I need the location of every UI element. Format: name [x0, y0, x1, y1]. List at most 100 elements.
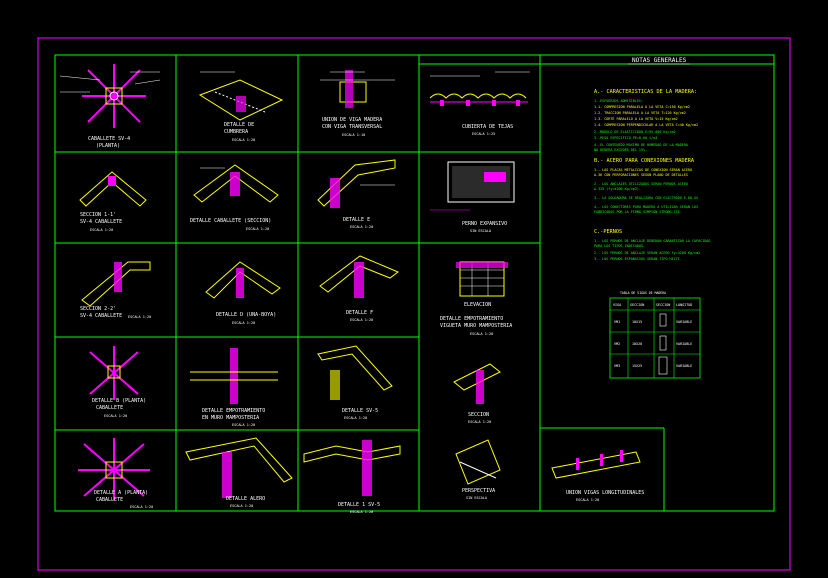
detail-22-title: UNION VIGAS LONGITUDINALES	[566, 490, 644, 496]
beam-table-cell: VM3	[614, 364, 620, 368]
detail-21-title: PERSPECTIVA	[462, 488, 495, 494]
detail-2-title: DETALLE DE	[224, 122, 254, 128]
detail-21-scale: SIN ESCALA	[466, 496, 488, 500]
detail-5-subtitle: SV-4 CABALLETE	[80, 219, 122, 225]
detail-3-subtitle: CON VIGA TRANSVERSAL	[322, 124, 382, 130]
detail-11-scale: ESCALA 1:20	[350, 318, 373, 322]
detail-9-subtitle: SV-4 CABALLETE	[80, 313, 122, 319]
detail-16-scale: ESCALA 1:20	[344, 416, 367, 420]
beam-table-cell: 10X15	[632, 320, 642, 324]
beam-table-cell: VARIABLE	[676, 320, 692, 324]
detail-5-scale: ESCALA 1:20	[90, 228, 113, 232]
detail-elevacion-drawing	[456, 261, 508, 297]
detail-19-scale: ESCALA 1:20	[230, 504, 253, 508]
detail-union-viga-drawing	[320, 70, 395, 108]
detail-2-scale: ESCALA 1:20	[232, 138, 255, 142]
detail-1-title: CABALLETE SV-4	[88, 136, 130, 142]
detail-6-scale: ESCALA 1:20	[246, 227, 269, 231]
beam-table-header: SECCION	[630, 303, 644, 307]
detail-union-vigas-drawing	[551, 450, 641, 479]
notes-c-line: 2.- LOS PERNOS DE ANCLAJE SERAN ACERO fy…	[594, 251, 700, 255]
detail-seccion-2-drawing	[81, 261, 151, 307]
beam-table-header: SECCION	[656, 303, 670, 307]
detail-13-scale: ESCALA 1:20	[470, 332, 493, 336]
detail-2-subtitle: CUMBRERA	[224, 129, 248, 135]
beam-table-cell: VM1	[614, 320, 620, 324]
notes-b-line: A-325 (fy=4200 Kg/cm2).	[594, 187, 641, 191]
detail-15-scale: ESCALA 1:20	[232, 423, 255, 427]
beam-table-header: LONGITUD	[676, 303, 692, 307]
detail-20-scale: ESCALA 1:20	[350, 510, 373, 514]
detail-d-drawing	[205, 261, 281, 299]
detail-7-scale: ESCALA 1:20	[350, 225, 373, 229]
detail-17-title: SECCION	[468, 412, 489, 418]
detail-10-scale: ESCALA 1:20	[232, 321, 255, 325]
detail-13-title: DETALLE EMPOTRAMIENTO	[440, 316, 503, 322]
detail-15-subtitle: EN MURO MAMPOSTERIA	[202, 415, 259, 421]
detail-8-scale: SIN ESCALA	[470, 229, 492, 233]
detail-perno-expansivo-drawing	[430, 161, 515, 211]
detail-18-scale: ESCALA 1:20	[130, 505, 153, 509]
detail-a-drawing	[78, 438, 150, 500]
detail-4-scale: ESCALA 1:25	[472, 132, 495, 136]
detail-caballete-seccion-drawing	[193, 164, 279, 203]
detail-3-title: UNION DE VIGA MADERA	[322, 117, 382, 123]
notes-a-line: 1.4- COMPRESION PERPENDICULAR A LA VETA …	[594, 123, 698, 127]
beam-table-caption: TABLA DE VIGAS DE MADERA	[620, 291, 666, 295]
beam-table-cell: 10X20	[632, 342, 642, 346]
detail-grid	[55, 55, 774, 511]
detail-cumbrera-drawing	[198, 71, 284, 121]
detail-1-sv5-drawing	[303, 440, 401, 496]
notes-b-line: FABRICADOS POR LA FIRMA SIMPSON STRONG-T…	[594, 210, 682, 214]
detail-16-title: DETALLE SV-5	[342, 408, 378, 414]
beam-section-icon	[659, 313, 667, 327]
notes-c-line: PARA LOS TIPOS INDICADOS.	[594, 244, 645, 248]
detail-4-title: CUBIERTA DE TEJAS	[462, 124, 513, 130]
detail-perspectiva-drawing	[455, 439, 501, 485]
detail-15-title: DETALLE EMPOTRAMIENTO	[202, 408, 265, 414]
beam-table-cell: VARIABLE	[676, 364, 692, 368]
notes-a-line: 2.-MODULO DE ELASTICIDAD E=95.000 Kg/cm2	[594, 130, 676, 134]
detail-6-title: DETALLE CABALLETE (SECCION)	[190, 218, 271, 224]
detail-cubierta-drawing	[429, 71, 530, 106]
notes-a-line: 1.3- CORTE PARALELO A LA VETA V=15 Kg/cm…	[594, 117, 678, 121]
detail-14-title: DETALLE B (PLANTA)	[92, 398, 146, 404]
detail-7-title: DETALLE E	[343, 217, 370, 223]
notes-c-line: 3.- LOS PERNOS EXPANSIVOS SERAN TIPO HIL…	[594, 257, 682, 261]
notes-title: NOTAS GENERALES	[632, 57, 687, 64]
beam-table-cell: VARIABLE	[676, 342, 692, 346]
detail-18-subtitle: CABALLETE	[96, 497, 123, 503]
detail-18-title: DETALLE A (PLANTA)	[94, 490, 148, 496]
detail-17-scale: ESCALA 1:20	[468, 420, 491, 424]
detail-20-title: DETALLE 1 SV-5	[338, 502, 380, 508]
detail-e-drawing	[317, 159, 396, 208]
detail-12-title: ELEVACION	[464, 302, 491, 308]
detail-22-scale: ESCALA 1:20	[576, 498, 599, 502]
notes-a-line: 3.-PESO ESPECIFICO PE=0.60 t/m3	[594, 136, 657, 140]
notes-a-line: 4.-EL CONTENIDO MAXIMO DE HUMEDAD DE LA …	[594, 143, 688, 147]
detail-alero-drawing	[185, 437, 293, 498]
detail-13-subtitle: VIGUETA MURO MAMPOSTERIA	[440, 323, 512, 329]
notes-b-line: 2.- LOS ANCLAJES UTILIZADOS SERAN PERNOS…	[594, 182, 688, 186]
detail-14-subtitle: CABALLETE	[96, 405, 123, 411]
notes-b-heading: B.- ACERO PARA CONEXIONES MADERA	[594, 158, 695, 164]
notes-a-line: 1.2- TRACCION PARALELA A LA VETA T=120 K…	[594, 111, 686, 115]
detail-10-title: DETALLE D (UNA-BOYA)	[216, 312, 276, 318]
notes-c-heading: C.-PERNOS	[594, 229, 622, 235]
notes-b-line: 4.- LOS CONECTORES PARA MADERA A UTILIZA…	[594, 205, 698, 209]
beam-section-icon	[659, 335, 667, 351]
detail-1-subtitle: (PLANTA)	[96, 143, 120, 149]
notes-b-line: 3.- LA SOLDADURA SE REALIZARA CON ELECTR…	[594, 196, 699, 200]
notes-c-line: 1.- LOS PERNOS DE ANCLAJE DEBERAN GARANT…	[594, 239, 710, 243]
general-notes: A.- CARACTERISTICAS DE LA MADERA: 1.-ESF…	[594, 89, 710, 261]
detail-sv5-drawing	[317, 345, 393, 400]
notes-b-line: 1.- LAS PLACAS METALICAS DE CONEXION SER…	[594, 168, 692, 172]
detail-14-scale: ESCALA 1:20	[104, 414, 127, 418]
notes-a-line: 1.-ESFUERZOS ADMISIBLES:	[594, 99, 643, 103]
outer-frame	[37, 37, 791, 571]
beam-table: TABLA DE VIGAS DE MADERA VIGA SECCION SE…	[609, 291, 701, 379]
detail-9-scale: ESCALA 1:20	[128, 315, 151, 319]
beam-table-cell: 15X25	[632, 364, 642, 368]
beam-section-icon	[658, 356, 668, 375]
